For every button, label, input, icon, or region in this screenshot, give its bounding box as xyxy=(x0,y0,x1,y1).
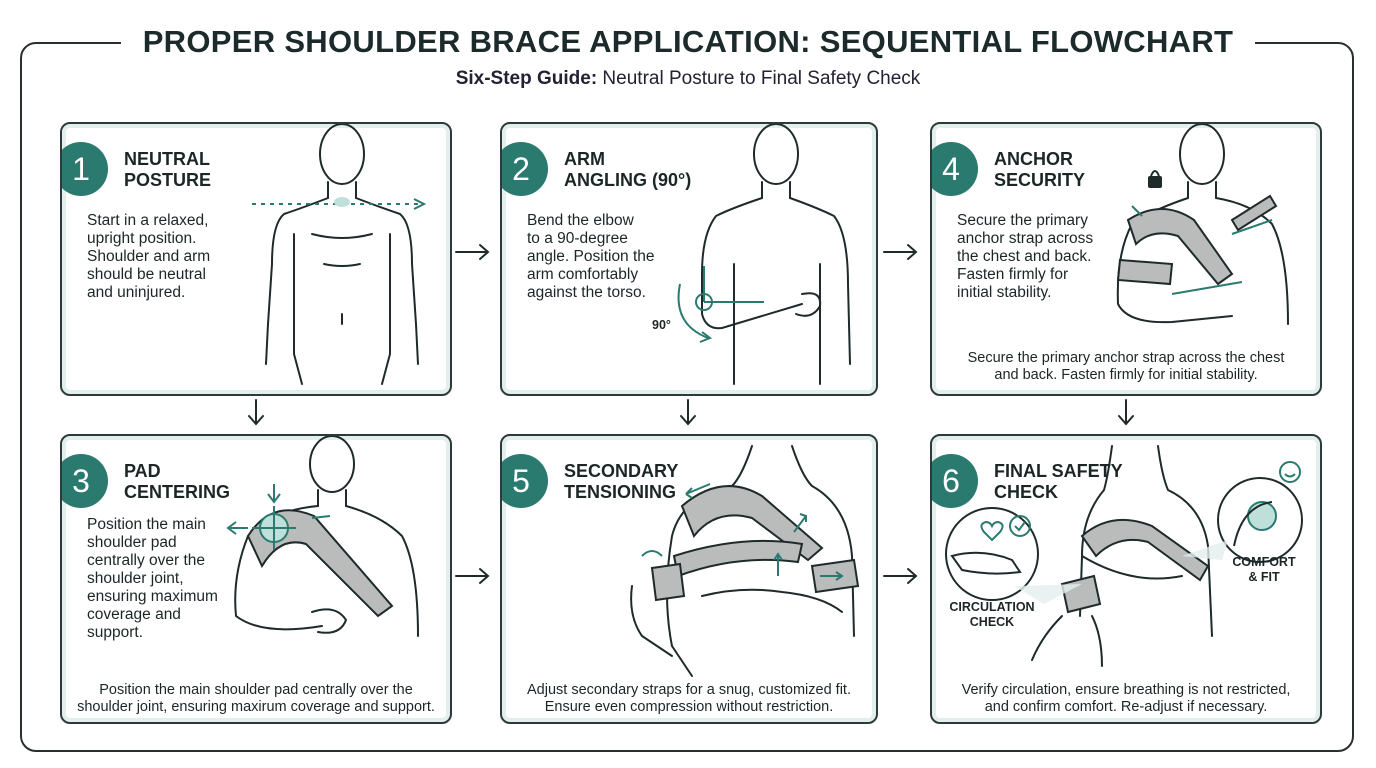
step-number-badge: 1 xyxy=(62,142,108,196)
step-caption: Verify circulation, ensure breathing is … xyxy=(961,682,1291,715)
comfort-fit-label: COMFORT& FIT xyxy=(1232,555,1296,584)
final-check-figure xyxy=(945,445,1303,667)
subtitle-lead: Six-Step Guide: xyxy=(455,68,598,89)
arm-angling-figure xyxy=(677,124,851,385)
step-caption: Adjust secondary straps for a snug, cust… xyxy=(527,682,851,715)
page-subtitle: Six-Step Guide: Neutral Posture to Final… xyxy=(0,68,1376,90)
step-caption: Secure the primary anchor strap across t… xyxy=(967,350,1285,383)
neutral-posture-figure xyxy=(252,124,427,385)
step-number-badge: 2 xyxy=(502,142,548,196)
pad-centering-figure xyxy=(226,436,419,637)
step-number-badge: 4 xyxy=(932,142,978,196)
step-caption: Position the main shoulder pad centrally… xyxy=(77,682,435,715)
anchor-strap-figure xyxy=(1116,124,1289,325)
secondary-tensioning-figure xyxy=(630,445,860,677)
angle-label: 90° xyxy=(652,318,671,332)
subtitle-text: Neutral Posture to Final Safety Check xyxy=(597,68,921,89)
step-description: Start in a relaxed,upright position.Shou… xyxy=(87,212,211,301)
step-number-badge: 3 xyxy=(62,454,108,508)
step-number-badge: 5 xyxy=(502,454,548,508)
page-title: PROPER SHOULDER BRACE APPLICATION: SEQUE… xyxy=(120,22,1256,62)
step-number-badge: 6 xyxy=(932,454,978,508)
